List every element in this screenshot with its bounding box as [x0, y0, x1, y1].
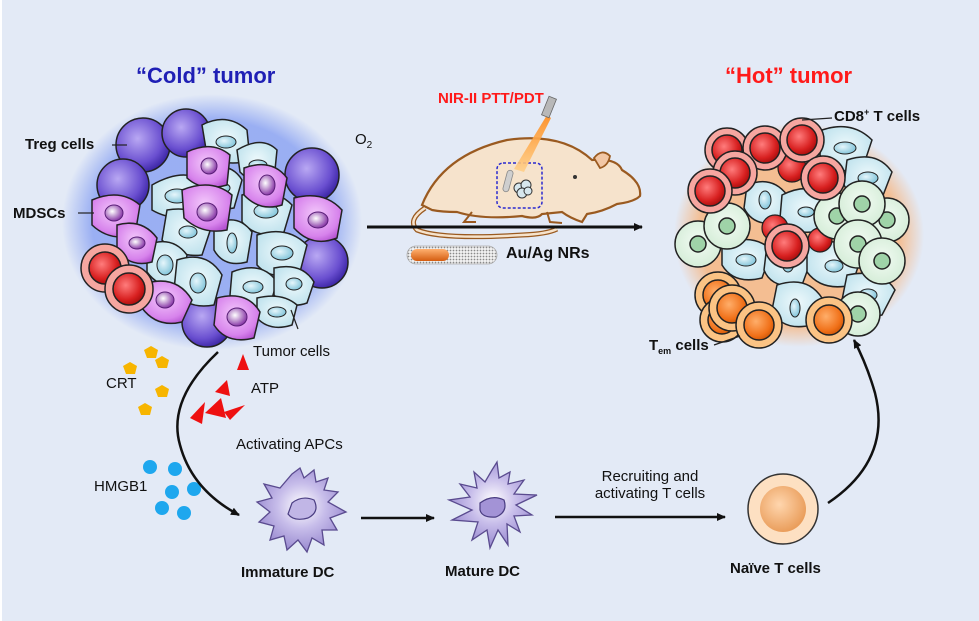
crt-label: CRT [106, 375, 137, 392]
mouse-ear [592, 151, 611, 170]
curved-arrow-to-hot-tumor [827, 339, 880, 505]
hot-tumor-title: “Hot” tumor [725, 63, 853, 88]
hot-cd8-cells [687, 117, 846, 269]
green-cell [838, 180, 886, 228]
recruiting-label: Recruiting and activating T cells [575, 468, 725, 502]
oxygen-label: O2 [355, 131, 372, 151]
mouse-leg [546, 211, 563, 224]
cold-tumor-title: “Cold” tumor [136, 63, 276, 88]
hmgb1-label: HMGB1 [94, 478, 148, 495]
tumor-cells-label: Tumor cells [253, 343, 330, 360]
mdsc-nuclei [104, 157, 329, 327]
tem-cell [805, 296, 853, 344]
curved-arrow-to-dc [176, 351, 240, 517]
recruiting-label-line2: activating T cells [594, 485, 706, 502]
mouse-leg [461, 211, 476, 223]
cd8-text: CD8 [834, 108, 865, 125]
crt-molecules [123, 346, 169, 415]
tem-subscript: em [658, 346, 672, 356]
mouse-body [420, 137, 642, 224]
cd8-cell [742, 125, 788, 171]
activated-green-cells [674, 180, 910, 337]
mature-dc-label: Mature DC [445, 563, 521, 580]
oxygen-subscript: 2 [366, 140, 373, 151]
cd8-cell [687, 168, 733, 214]
laser-beam [514, 115, 551, 172]
immature-dc-nucleus [287, 497, 317, 520]
treg-label: Treg cells [25, 136, 95, 153]
cd8-label: CD8+ T cells [834, 107, 920, 125]
green-cell [858, 237, 906, 285]
naive-t-label: Naïve T cells [730, 560, 821, 577]
cd8-cell [764, 223, 810, 269]
cd8-superscript: + [864, 107, 870, 117]
mature-dc-nucleus [479, 497, 506, 518]
tem-cells [694, 271, 853, 349]
laser-fiber [541, 95, 557, 119]
oxygen-symbol: O [355, 131, 367, 148]
mouse-eye [573, 175, 577, 179]
cold-tumor-cluster [62, 94, 362, 350]
atp-label: ATP [251, 380, 280, 397]
hot-tumor-cluster [674, 117, 924, 349]
nanorod-in-tumor [502, 169, 514, 193]
hot-tumor-nuclei [735, 141, 879, 318]
cd8-leader-line [801, 117, 833, 121]
tem-label: Tem cells [649, 337, 709, 356]
nanorod-label: Au/Ag NRs [506, 245, 590, 262]
mdsc-label: MDSCs [13, 205, 66, 222]
tem-text: T [649, 337, 659, 354]
immature-dc-label: Immature DC [241, 564, 335, 581]
treg-cell [284, 147, 340, 203]
tumor-cells-leader-line [290, 309, 299, 330]
treatment-title: NIR-II PTT/PDT [438, 90, 544, 107]
cd8-text-rest: T cells [869, 108, 921, 125]
mouse-illustration [410, 95, 642, 240]
activating-apcs-label: Activating APCs [236, 436, 343, 453]
green-cell [703, 202, 751, 250]
hmgb1-molecules [143, 460, 201, 520]
tem-text-rest: cells [671, 337, 709, 354]
cd8-cell [779, 117, 825, 163]
tem-leader-line [713, 335, 741, 346]
cd8-cell [800, 155, 846, 201]
naive-t-cell [747, 473, 819, 545]
tumor-in-mouse [513, 179, 533, 199]
mature-dc-cell [446, 460, 538, 551]
cold-cd8-cells [80, 243, 154, 314]
nanorod-legend-icon [406, 245, 498, 265]
atp-molecules [190, 354, 249, 424]
tem-cell [735, 301, 783, 349]
recruiting-label-line1: Recruiting and [601, 468, 699, 485]
